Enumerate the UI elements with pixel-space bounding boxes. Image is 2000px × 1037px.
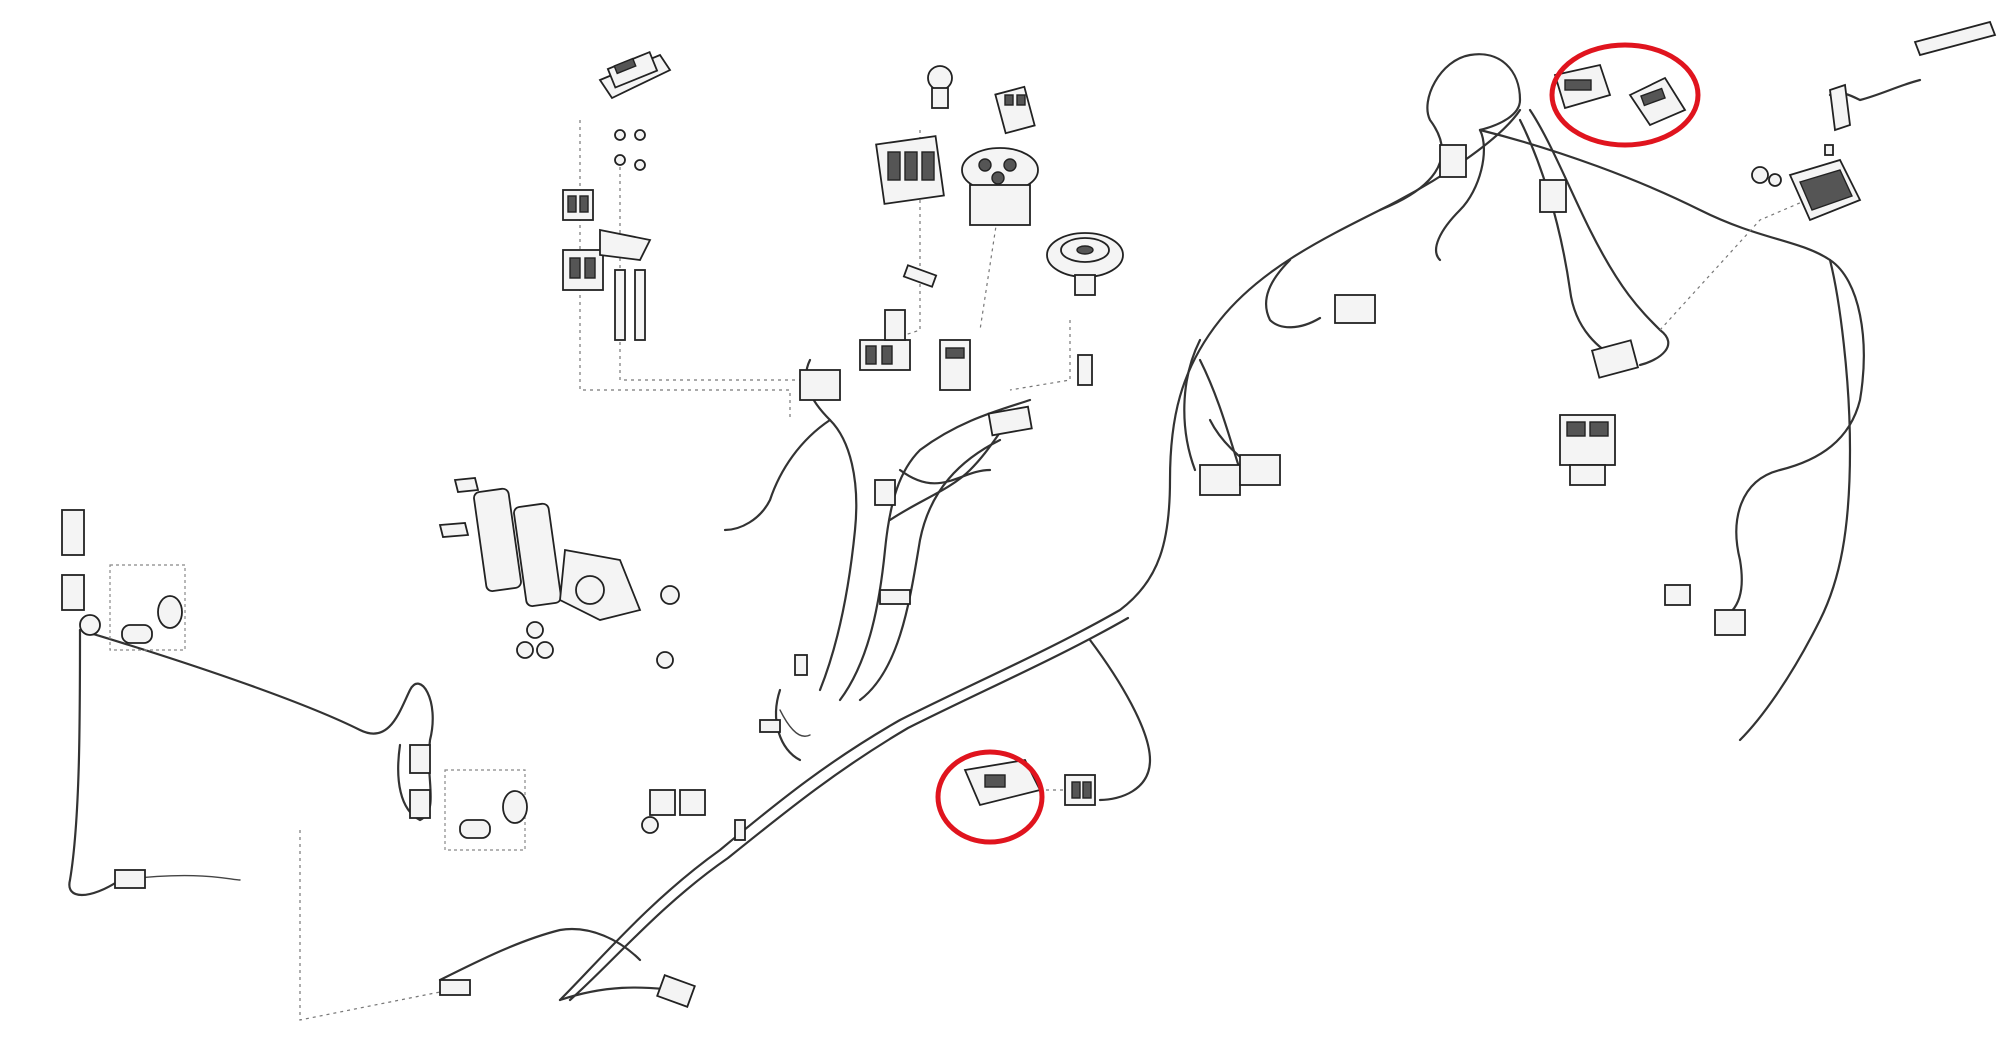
right-side-parts — [1199, 144, 1862, 636]
upper-switch-cluster — [562, 50, 672, 341]
left-switch-assembly — [61, 509, 528, 889]
top-right-connectors — [1553, 63, 1687, 127]
highlight-circle-middle-connector — [935, 749, 1045, 845]
center-connectors — [799, 309, 1033, 605]
middle-connector — [963, 759, 1096, 807]
left-harness — [68, 628, 682, 1002]
rocker-switches — [875, 65, 1039, 288]
horn — [1046, 232, 1124, 386]
center-upper-harness — [723, 358, 1032, 762]
main-harness — [558, 53, 1865, 1002]
highlight-layer — [935, 42, 1701, 845]
lower-connectors — [439, 654, 808, 1008]
right-edge-linkage — [1828, 20, 1997, 132]
highlight-circle-top-connectors — [1549, 42, 1701, 148]
bracket-assembly — [438, 477, 680, 669]
